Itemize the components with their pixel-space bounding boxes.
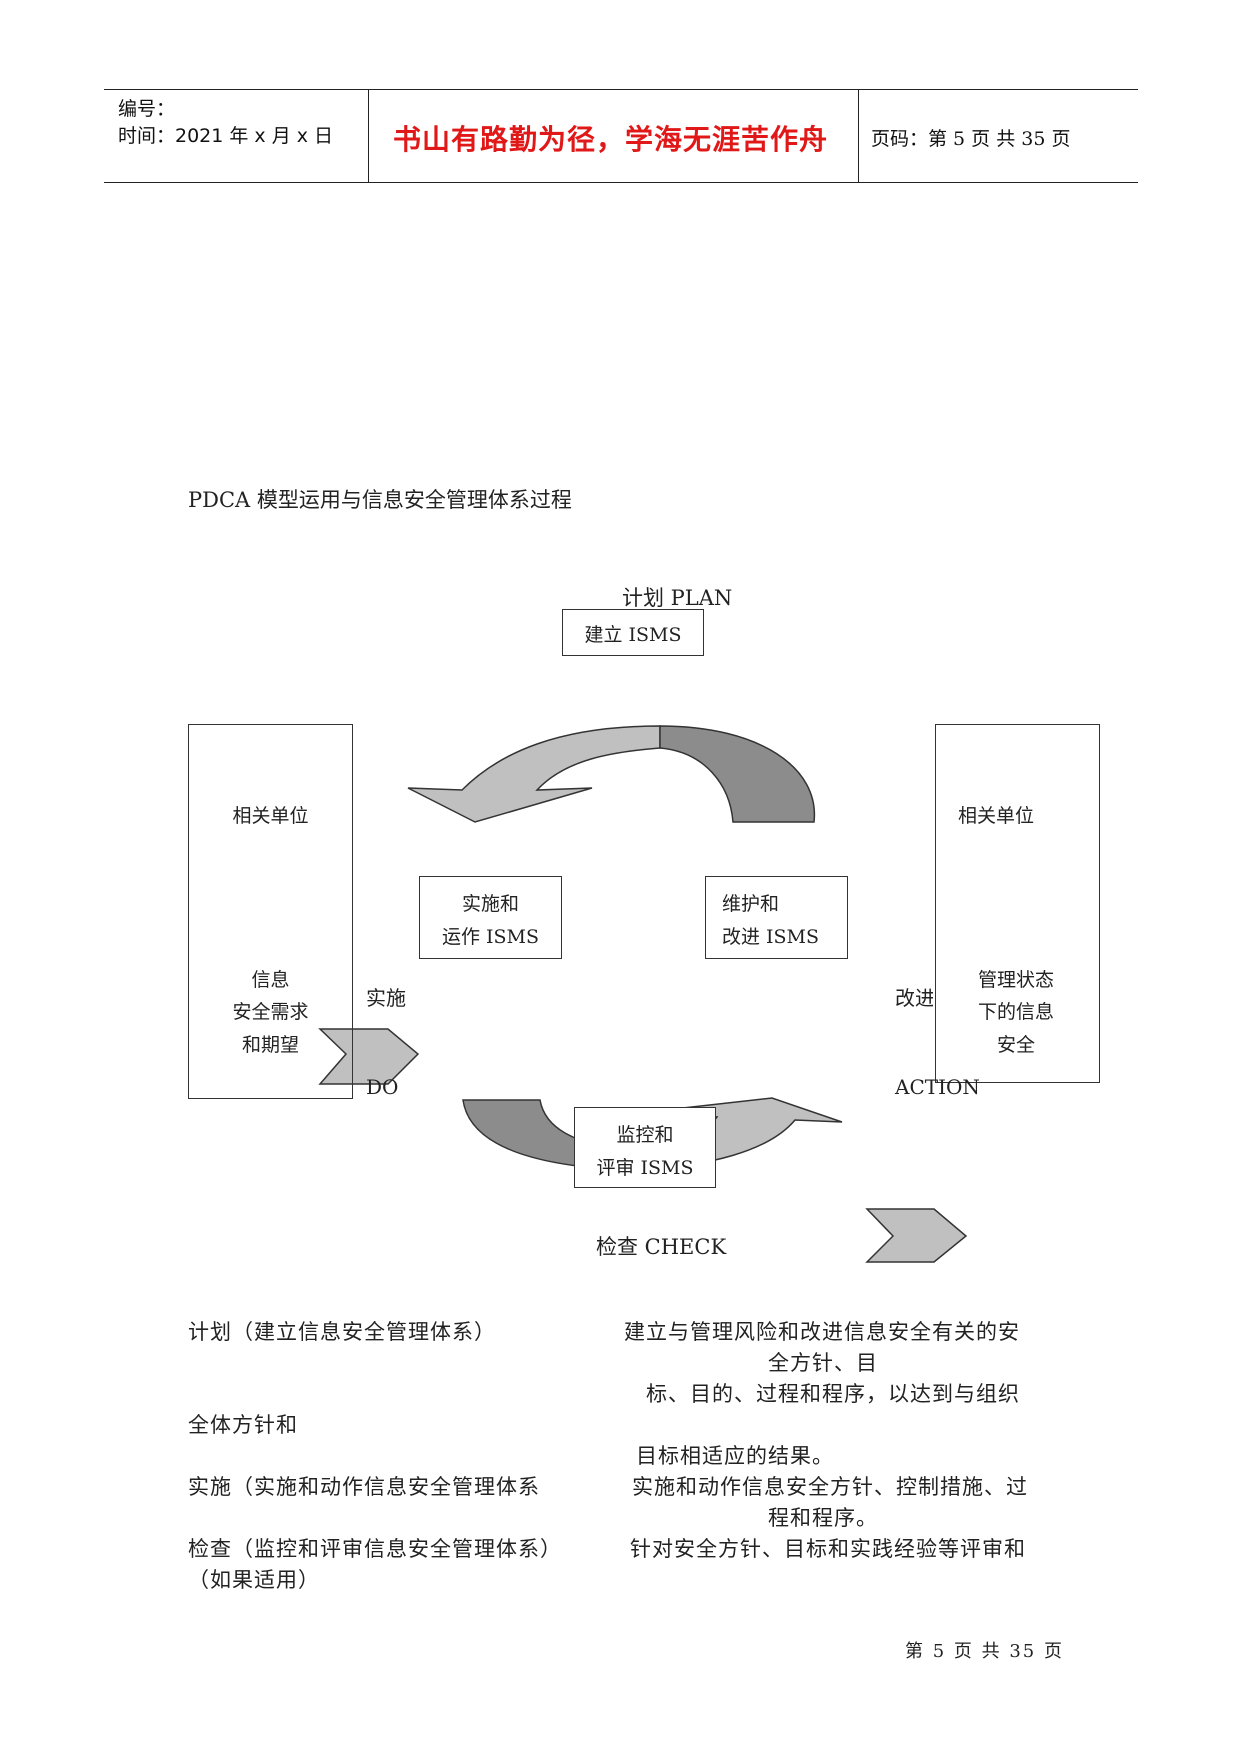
check-box: 监控和 评审 ISMS [574, 1107, 716, 1188]
check-desc-right: 针对安全方针、目标和实践经验等评审和 [630, 1537, 1026, 1561]
left-box-line-2: 安全需求 [232, 1001, 309, 1023]
plan-desc-right-2: 全方针、目 [768, 1351, 878, 1375]
header-bottom-rule [104, 182, 1138, 183]
act-box-line-1: 维护和 [722, 893, 780, 915]
do-label-en: DO [366, 1075, 399, 1099]
header-page-code: 页码：第 5 页 共 35 页 [871, 128, 1071, 150]
plan-desc-right-3: 标、目的、过程和程序，以达到与组织 [646, 1382, 1020, 1406]
right-box-line-1: 管理状态 [977, 969, 1054, 991]
do-box-line-1: 实施和 [461, 893, 519, 915]
plan-box: 建立 ISMS [562, 609, 704, 656]
do-box-line-2: 运作 ISMS [441, 926, 540, 948]
left-box-title: 相关单位 [232, 805, 309, 827]
header-date: 时间：2021 年 x 月 x 日 [118, 125, 334, 147]
do-desc-right-1: 实施和动作信息安全方针、控制措施、过 [632, 1475, 1028, 1499]
check-desc-left-2: （如果适用） [188, 1568, 320, 1592]
do-chevron-arrow [318, 1028, 420, 1085]
header-divider-left [368, 89, 369, 182]
check-box-line-1: 监控和 [616, 1124, 674, 1146]
plan-desc-left-2: 全体方针和 [188, 1413, 298, 1437]
do-box: 实施和 运作 ISMS [419, 876, 562, 959]
check-box-line-2: 评审 ISMS [596, 1157, 694, 1179]
do-desc-right-2: 程和程序。 [768, 1506, 878, 1530]
top-arc-arrow-light [407, 725, 661, 823]
page-footer: 第 5 页 共 35 页 [905, 1641, 1064, 1662]
left-box-line-1: 信息 [251, 969, 290, 991]
act-box-line-2: 改进 ISMS [722, 926, 820, 948]
act-box: 维护和 改进 ISMS [705, 876, 848, 959]
act-label-en: ACTION [895, 1075, 980, 1099]
right-box-line-2: 下的信息 [977, 1001, 1054, 1023]
plan-desc-left: 计划（建立信息安全管理体系） [188, 1320, 496, 1344]
section-title: PDCA 模型运用与信息安全管理体系过程 [188, 488, 572, 512]
check-desc-left-1: 检查（监控和评审信息安全管理体系） [188, 1537, 562, 1561]
check-label: 检查 CHECK [596, 1235, 727, 1259]
do-label-cn: 实施 [366, 986, 406, 1010]
act-label-cn: 改进 [895, 986, 933, 1010]
header-number-label: 编号： [118, 98, 176, 120]
plan-desc-right-4: 目标相适应的结果。 [636, 1444, 834, 1468]
left-stakeholder-box: 相关单位 信息 安全需求 和期望 [188, 724, 353, 1099]
top-arc-arrow-dark [659, 725, 816, 823]
output-chevron-arrow [865, 1208, 968, 1263]
plan-label: 计划 PLAN [622, 586, 733, 610]
header-top-rule [104, 89, 1138, 90]
right-box-line-3: 安全 [996, 1034, 1035, 1056]
plan-box-text: 建立 ISMS [584, 624, 682, 646]
plan-desc-right-1: 建立与管理风险和改进信息安全有关的安 [624, 1320, 1020, 1344]
left-box-line-3: 和期望 [241, 1034, 299, 1056]
header-divider-right [858, 89, 859, 182]
do-desc-left: 实施（实施和动作信息安全管理体系 [188, 1475, 540, 1499]
right-box-title: 相关单位 [957, 805, 1034, 827]
header-motto: 书山有路勤为径，学海无涯苦作舟 [393, 123, 829, 156]
right-stakeholder-box: 相关单位 管理状态 下的信息 安全 [935, 724, 1100, 1083]
